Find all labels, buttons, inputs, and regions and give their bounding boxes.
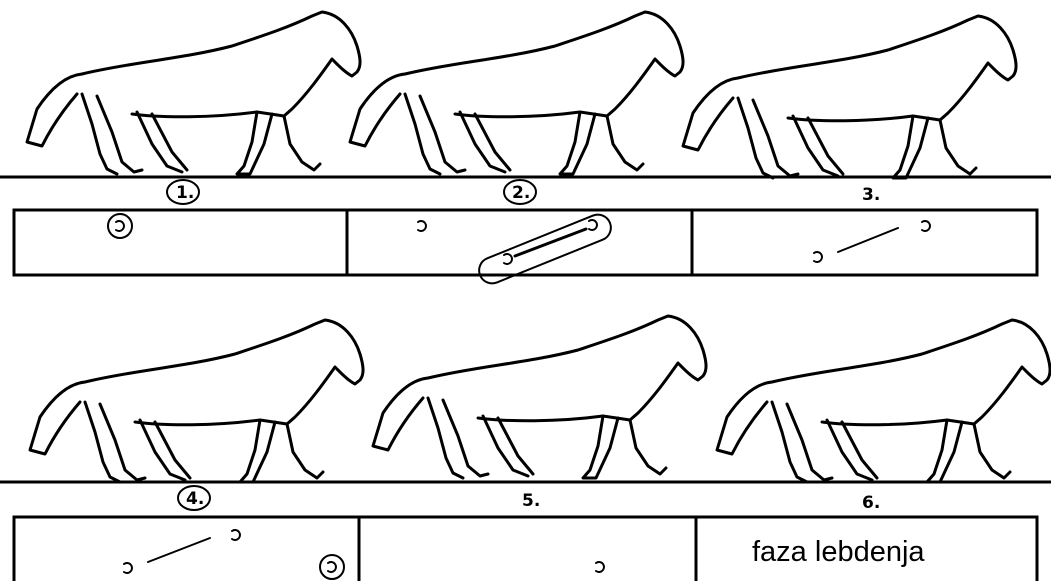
footfall-box-2	[347, 210, 692, 275]
suspension-phase-caption: faza lebdenja	[752, 536, 925, 568]
diagonal-line	[148, 538, 210, 562]
frame-2-label-group: 2.	[504, 180, 536, 204]
frame-1-horse	[27, 12, 360, 174]
hoof-mark	[124, 563, 132, 573]
hoof-mark	[922, 221, 930, 231]
hoof-circle	[108, 214, 132, 238]
hoof-circle	[320, 555, 344, 579]
frame-4-horse	[30, 320, 363, 482]
frame-1-label-group: 1.	[167, 180, 199, 204]
footfall-box-4	[14, 517, 359, 581]
frame-1-label: 1.	[176, 183, 194, 203]
hoof-mark	[589, 220, 597, 230]
hoof-mark	[418, 221, 426, 231]
hoof-mark	[320, 555, 344, 579]
frame-6-horse	[717, 320, 1050, 482]
footfall-box-1	[14, 210, 347, 275]
hoof-mark	[108, 214, 132, 238]
footfall-box-3	[692, 210, 1037, 275]
frame-4-label: 4.	[186, 489, 204, 509]
footfall-box-5	[359, 517, 696, 581]
diagonal-line	[838, 228, 898, 252]
hoof-mark	[232, 530, 240, 540]
frame-2-horse	[350, 12, 683, 174]
frame-3-horse	[683, 16, 1016, 178]
frame-4-label-group: 4.	[178, 486, 210, 510]
frame-5-horse	[373, 316, 706, 478]
frame-3-label: 3.	[862, 185, 880, 205]
frame-5-label: 5.	[522, 491, 540, 511]
frame-2-label: 2.	[512, 183, 530, 203]
hoof-mark	[504, 254, 512, 264]
hoof-mark	[596, 562, 604, 572]
frame-6-label: 6.	[862, 493, 880, 513]
hoof-mark	[814, 252, 822, 262]
